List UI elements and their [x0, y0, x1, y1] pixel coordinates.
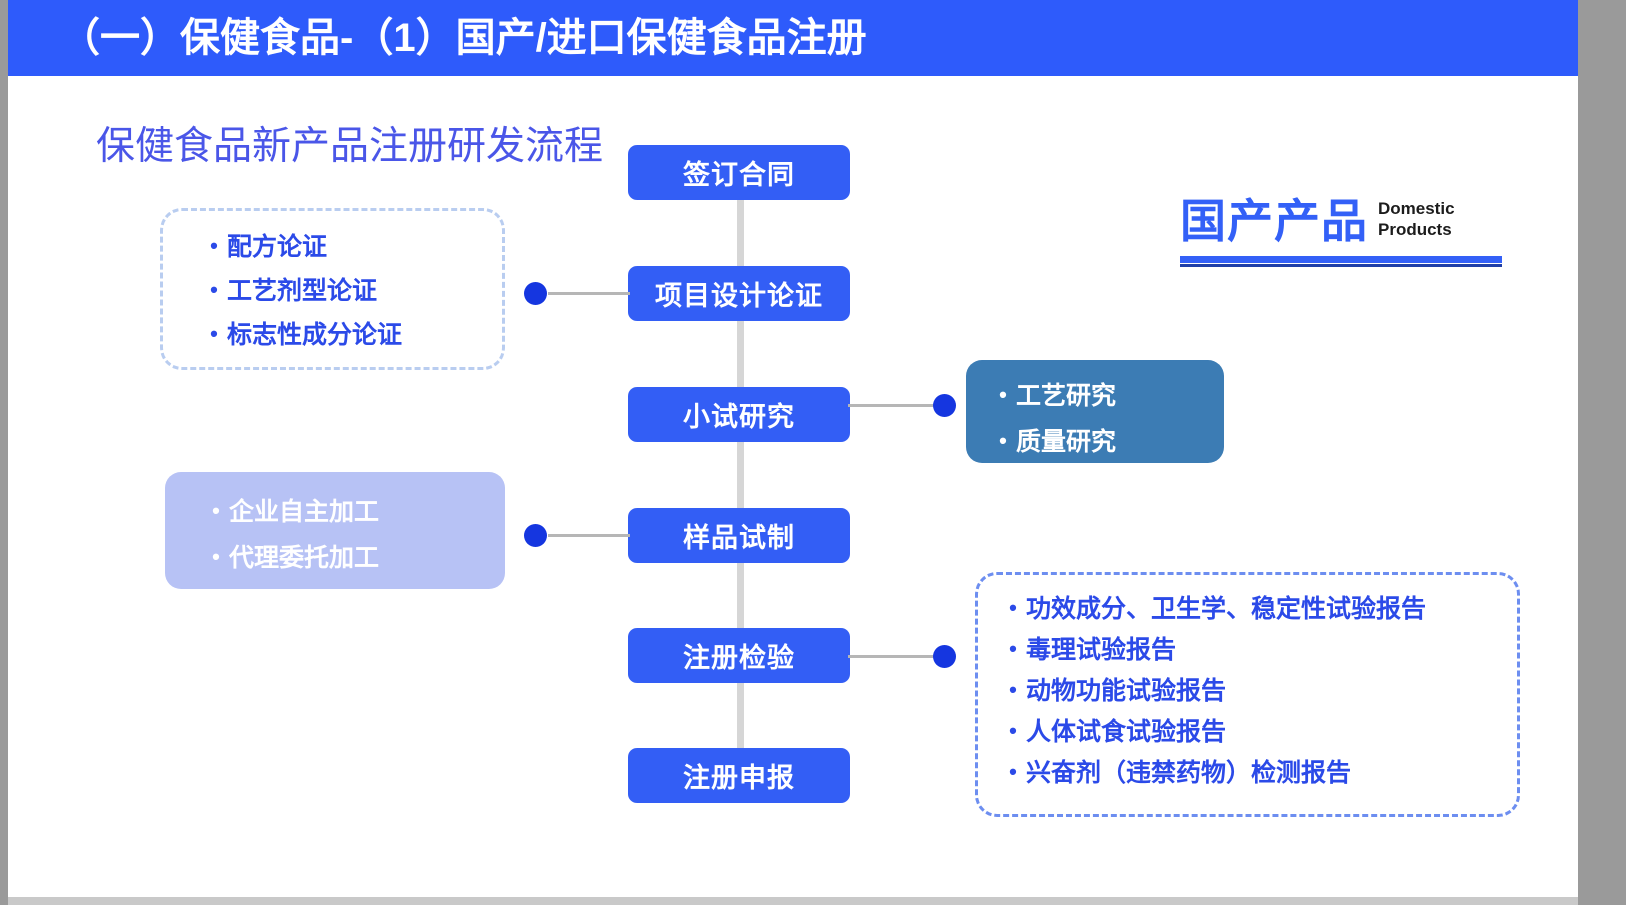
- bullet-icon: •: [1009, 718, 1017, 743]
- list-item-label: 代理委托加工: [229, 544, 380, 572]
- badge-underline-thin: [1180, 264, 1502, 267]
- list-item: • 人体试食试验报告: [1000, 720, 1517, 745]
- bullet-icon: •: [210, 277, 218, 302]
- connector-dot-sample: [524, 524, 547, 547]
- list-item-label: 质量研究: [1016, 428, 1117, 456]
- flow-step-registration-application[interactable]: 注册申报: [628, 748, 850, 803]
- bullet-icon: •: [1009, 677, 1017, 702]
- callout-pilot-research: • 工艺研究 • 质量研究: [966, 360, 1224, 463]
- list-item-label: 功效成分、卫生学、稳定性试验报告: [1026, 595, 1427, 623]
- list-item-label: 工艺剂型论证: [227, 277, 378, 305]
- bullet-icon: •: [999, 382, 1007, 407]
- list-item: • 动物功能试验报告: [1000, 679, 1517, 704]
- list-item: • 功效成分、卫生学、稳定性试验报告: [1000, 597, 1517, 622]
- badge-underline-thick: [1180, 256, 1502, 263]
- flow-step-label: 小试研究: [683, 402, 795, 432]
- list-item: • 工艺研究: [990, 384, 1224, 409]
- list-item-label: 兴奋剂（违禁药物）检测报告: [1026, 759, 1352, 787]
- flow-step-label: 样品试制: [683, 523, 795, 553]
- bullet-icon: •: [1009, 636, 1017, 661]
- flow-step-sign-contract[interactable]: 签订合同: [628, 145, 850, 200]
- slide-bottom-edge: [8, 897, 1578, 905]
- flow-step-project-design[interactable]: 项目设计论证: [628, 266, 850, 321]
- list-item-label: 工艺研究: [1016, 382, 1117, 410]
- callout-list: • 企业自主加工 • 代理委托加工: [203, 500, 505, 571]
- bullet-icon: •: [1009, 759, 1017, 784]
- connector-line-pilot: [848, 404, 943, 407]
- list-item: • 工艺剂型论证: [201, 279, 502, 304]
- connector-dot-testing: [933, 645, 956, 668]
- list-item-label: 动物功能试验报告: [1026, 677, 1227, 705]
- list-item: • 标志性成分论证: [201, 323, 502, 348]
- list-item-label: 企业自主加工: [229, 498, 380, 526]
- connector-line-testing: [848, 655, 943, 658]
- flow-step-label: 项目设计论证: [655, 281, 823, 311]
- flow-step-label: 签订合同: [683, 160, 795, 190]
- list-item-label: 标志性成分论证: [227, 321, 403, 349]
- list-item-label: 人体试食试验报告: [1026, 718, 1227, 746]
- callout-sample-production: • 企业自主加工 • 代理委托加工: [165, 472, 505, 589]
- page-title: （一）保健食品-（1）国产/进口保健食品注册: [60, 16, 867, 60]
- slide-header: （一）保健食品-（1）国产/进口保健食品注册: [8, 0, 1578, 76]
- connector-dot-design: [524, 282, 547, 305]
- flow-step-label: 注册申报: [683, 763, 795, 793]
- callout-list: • 功效成分、卫生学、稳定性试验报告 • 毒理试验报告 • 动物功能试验报告 •…: [1000, 597, 1517, 786]
- connector-line-design: [548, 292, 630, 295]
- list-item: • 毒理试验报告: [1000, 638, 1517, 663]
- callout-list: • 配方论证 • 工艺剂型论证 • 标志性成分论证: [201, 235, 502, 348]
- flow-step-pilot-research[interactable]: 小试研究: [628, 387, 850, 442]
- bullet-icon: •: [210, 233, 218, 258]
- badge-english-line2: Products: [1378, 220, 1452, 239]
- slide-canvas: （一）保健食品-（1）国产/进口保健食品注册 保健食品新产品注册研发流程 国产产…: [8, 0, 1578, 897]
- bullet-icon: •: [210, 321, 218, 346]
- callout-registration-testing: • 功效成分、卫生学、稳定性试验报告 • 毒理试验报告 • 动物功能试验报告 •…: [975, 572, 1520, 817]
- diagram-subtitle: 保健食品新产品注册研发流程: [96, 125, 604, 168]
- bullet-icon: •: [999, 428, 1007, 453]
- flow-step-registration-testing[interactable]: 注册检验: [628, 628, 850, 683]
- list-item-label: 配方论证: [227, 233, 328, 261]
- connector-dot-pilot: [933, 394, 956, 417]
- list-item: • 兴奋剂（违禁药物）检测报告: [1000, 761, 1517, 786]
- bullet-icon: •: [212, 544, 220, 569]
- bullet-icon: •: [1009, 595, 1017, 620]
- badge-english-line1: Domestic: [1378, 199, 1455, 218]
- list-item: • 质量研究: [990, 430, 1224, 455]
- flow-connector-spine: [737, 188, 744, 798]
- list-item-label: 毒理试验报告: [1026, 636, 1177, 664]
- list-item: • 代理委托加工: [203, 546, 505, 571]
- callout-list: • 工艺研究 • 质量研究: [990, 384, 1224, 455]
- flow-step-label: 注册检验: [683, 643, 795, 673]
- list-item: • 配方论证: [201, 235, 502, 260]
- window-scrollbar[interactable]: [1609, 0, 1626, 905]
- flow-step-sample-production[interactable]: 样品试制: [628, 508, 850, 563]
- callout-design-validation: • 配方论证 • 工艺剂型论证 • 标志性成分论证: [160, 208, 505, 370]
- connector-line-sample: [548, 534, 630, 537]
- list-item: • 企业自主加工: [203, 500, 505, 525]
- badge-chinese-label: 国产产品: [1180, 195, 1368, 247]
- bullet-icon: •: [212, 498, 220, 523]
